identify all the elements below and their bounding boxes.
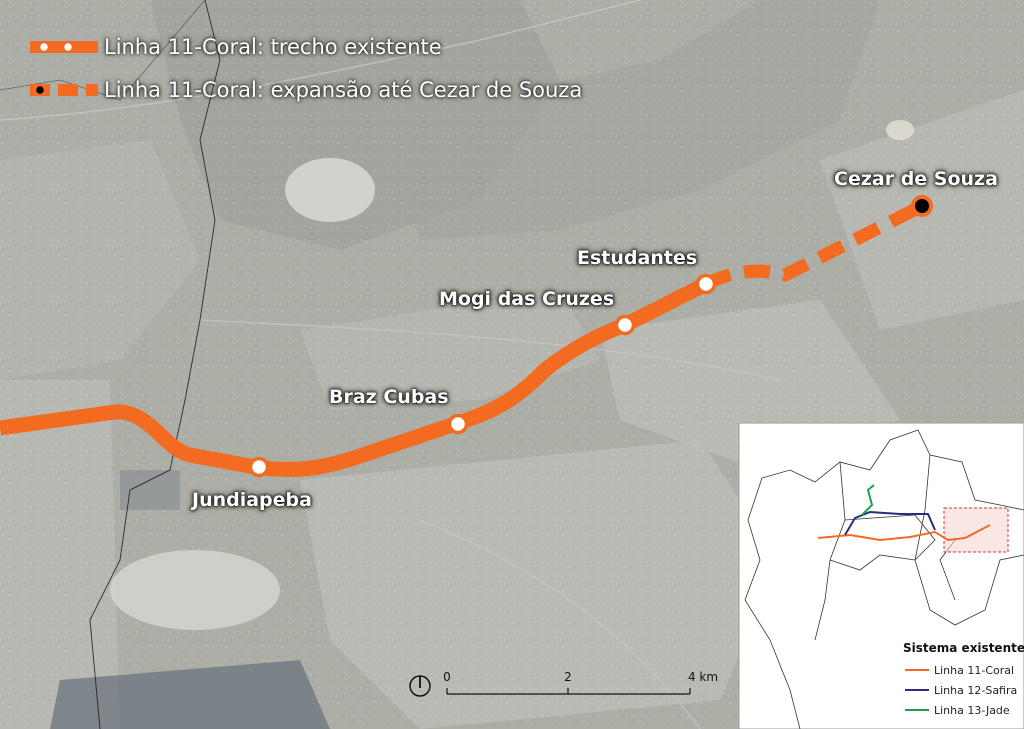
scale-tick-2: 2 — [564, 670, 572, 684]
inset-line-11 — [817, 524, 991, 542]
station-marker-braz-cubas[interactable] — [447, 413, 469, 435]
legend: Linha 11-Coral: trecho existente Linha 1… — [30, 35, 582, 102]
station-marker-jundiapeba[interactable] — [248, 456, 270, 478]
legend-station-marker — [61, 40, 75, 54]
line-11-expansion — [703, 200, 925, 290]
inset-legend-item-11: Linha 11-Coral — [934, 664, 1014, 677]
north-arrow-icon — [409, 675, 431, 697]
station-label-mogi: Mogi das Cruzes — [439, 288, 614, 310]
inset-line-12 — [844, 510, 936, 536]
inset-line-13 — [861, 484, 875, 516]
station-label-cezar: Cezar de Souza — [834, 168, 998, 190]
legend-existing-label: Linha 11-Coral: trecho existente — [104, 35, 442, 59]
legend-existing: Linha 11-Coral: trecho existente — [30, 35, 442, 59]
station-label-estudantes: Estudantes — [577, 247, 697, 269]
scale-bar: 0 2 4 km — [443, 670, 718, 695]
legend-terminal-marker — [33, 83, 47, 97]
inset-legend-title: Sistema existente — [903, 641, 1024, 655]
station-marker-cezar[interactable] — [911, 195, 933, 217]
inset-legend-item-12: Linha 12-Safira — [934, 684, 1017, 697]
inset-map: Sistema existente Linha 11-Coral Linha 1… — [738, 422, 1024, 729]
line-11-expansion-track — [703, 200, 925, 290]
inset-highlight-area — [943, 507, 1009, 553]
legend-station-marker — [37, 40, 51, 54]
station-marker-mogi[interactable] — [614, 314, 636, 336]
scale-tick-4: 4 km — [688, 670, 718, 684]
inset-legend-item-13: Linha 13-Jade — [934, 704, 1010, 717]
scale-tick-0: 0 — [443, 670, 451, 684]
inset-frame — [738, 422, 1024, 729]
station-label-braz-cubas: Braz Cubas — [329, 386, 449, 408]
station-marker-estudantes[interactable] — [695, 273, 717, 295]
stations: Jundiapeba Braz Cubas Mogi das Cruzes Es… — [190, 168, 999, 512]
station-label-jundiapeba: Jundiapeba — [190, 489, 312, 511]
legend-expansion-label: Linha 11-Coral: expansão até Cezar de So… — [104, 78, 582, 102]
legend-expansion: Linha 11-Coral: expansão até Cezar de So… — [30, 78, 582, 102]
